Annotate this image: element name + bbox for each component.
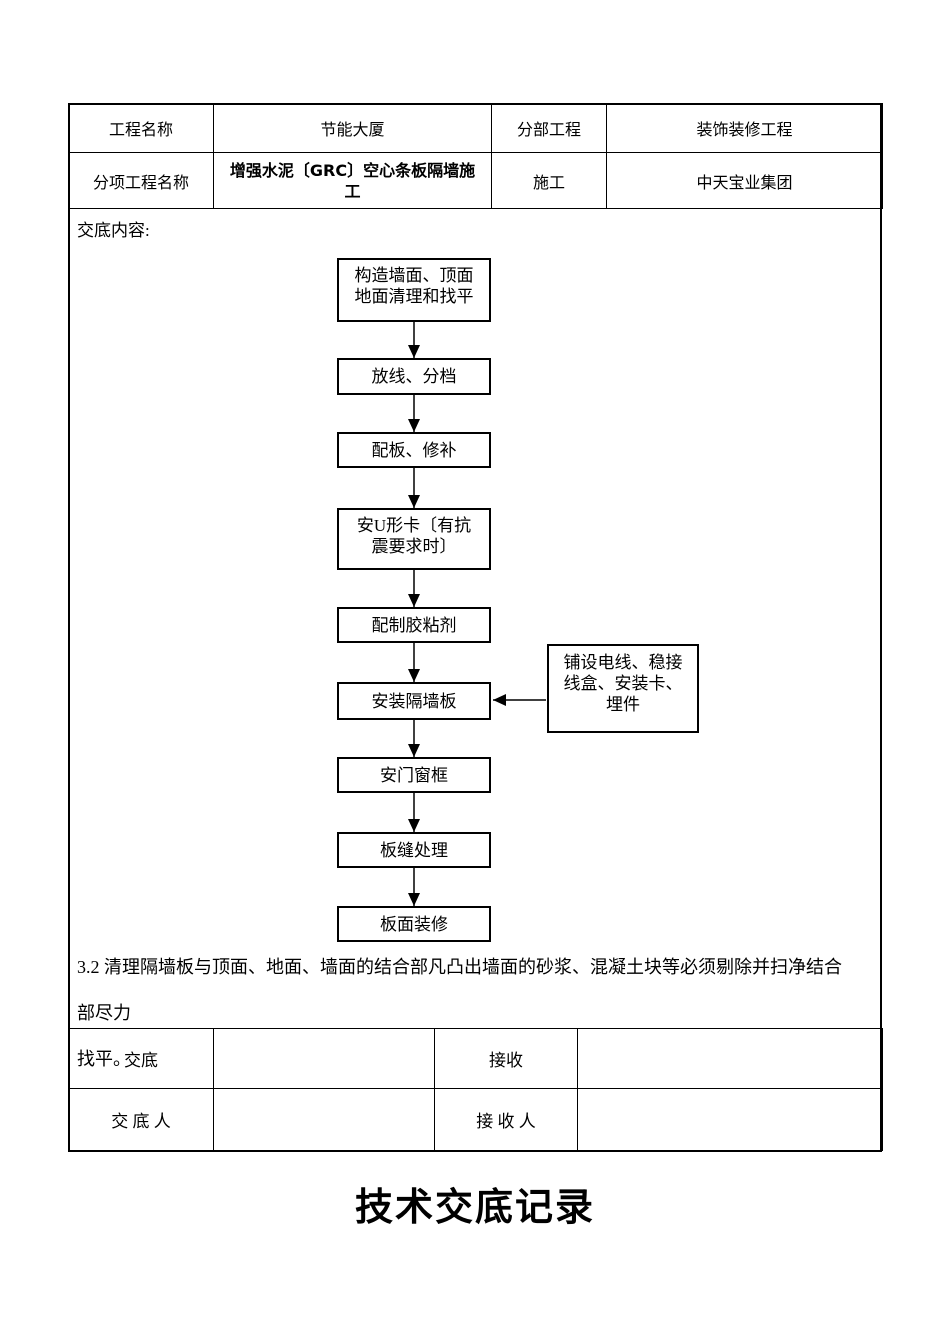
- disclosure-person-label: 交 底 人: [68, 1088, 214, 1151]
- flow-step-prepare-adhesive: 配制胶粘剂: [337, 607, 491, 643]
- receive-blank-cell: [577, 1028, 883, 1089]
- table-row: 交底 接收: [68, 1028, 883, 1089]
- receive-person-blank-cell: [577, 1088, 883, 1151]
- construction-label: 施工: [491, 152, 607, 209]
- signature-table: 交底 接收 交 底 人 接 收 人: [68, 1028, 883, 1151]
- flow-step-fit-repair-panels: 配板、修补: [337, 432, 491, 468]
- division-work-label: 分部工程: [491, 103, 607, 153]
- document-title: 技术交底记录: [354, 1185, 595, 1229]
- table-row: 工程名称 节能大厦 分部工程 装饰装修工程: [68, 103, 883, 153]
- flow-step-prepare-surfaces: 构造墙面、顶面 地面清理和找平: [337, 258, 491, 322]
- flow-step-install-partition-panels: 安装隔墙板: [337, 682, 491, 720]
- division-work-value: 装饰装修工程: [606, 103, 883, 153]
- sub-project-label: 分项工程名称: [68, 152, 214, 209]
- project-info-table: 工程名称 节能大厦 分部工程 装饰装修工程 分项工程名称 增强水泥〔GRC〕空心…: [68, 103, 883, 209]
- table-row: 分项工程名称 增强水泥〔GRC〕空心条板隔墙施 工 施工 中天宝业集团: [68, 152, 883, 209]
- disclosure-blank-cell: [213, 1028, 435, 1089]
- flow-step-install-u-clips: 安U形卡〔有抗 震要求时〕: [337, 508, 491, 570]
- construction-value: 中天宝业集团: [606, 152, 883, 209]
- flow-step-panel-finishing: 板面装修: [337, 906, 491, 942]
- receive-label: 接收: [434, 1028, 578, 1089]
- sub-project-value: 增强水泥〔GRC〕空心条板隔墙施 工: [213, 152, 492, 209]
- content-section-label: 交底内容:: [77, 221, 150, 240]
- table-row: 交 底 人 接 收 人: [68, 1088, 883, 1151]
- flow-side-note-wiring: 铺设电线、稳接 线盒、安装卡、 埋件: [547, 644, 699, 733]
- flow-step-joint-treatment: 板缝处理: [337, 832, 491, 868]
- project-name-label: 工程名称: [68, 103, 214, 153]
- project-name-value: 节能大厦: [213, 103, 492, 153]
- flow-step-install-door-window-frames: 安门窗框: [337, 757, 491, 793]
- receive-person-label: 接 收 人: [434, 1088, 578, 1151]
- flow-step-layout-lines: 放线、分档: [337, 358, 491, 395]
- disclosure-person-blank-cell: [213, 1088, 435, 1151]
- disclosure-label: 交底: [68, 1028, 214, 1089]
